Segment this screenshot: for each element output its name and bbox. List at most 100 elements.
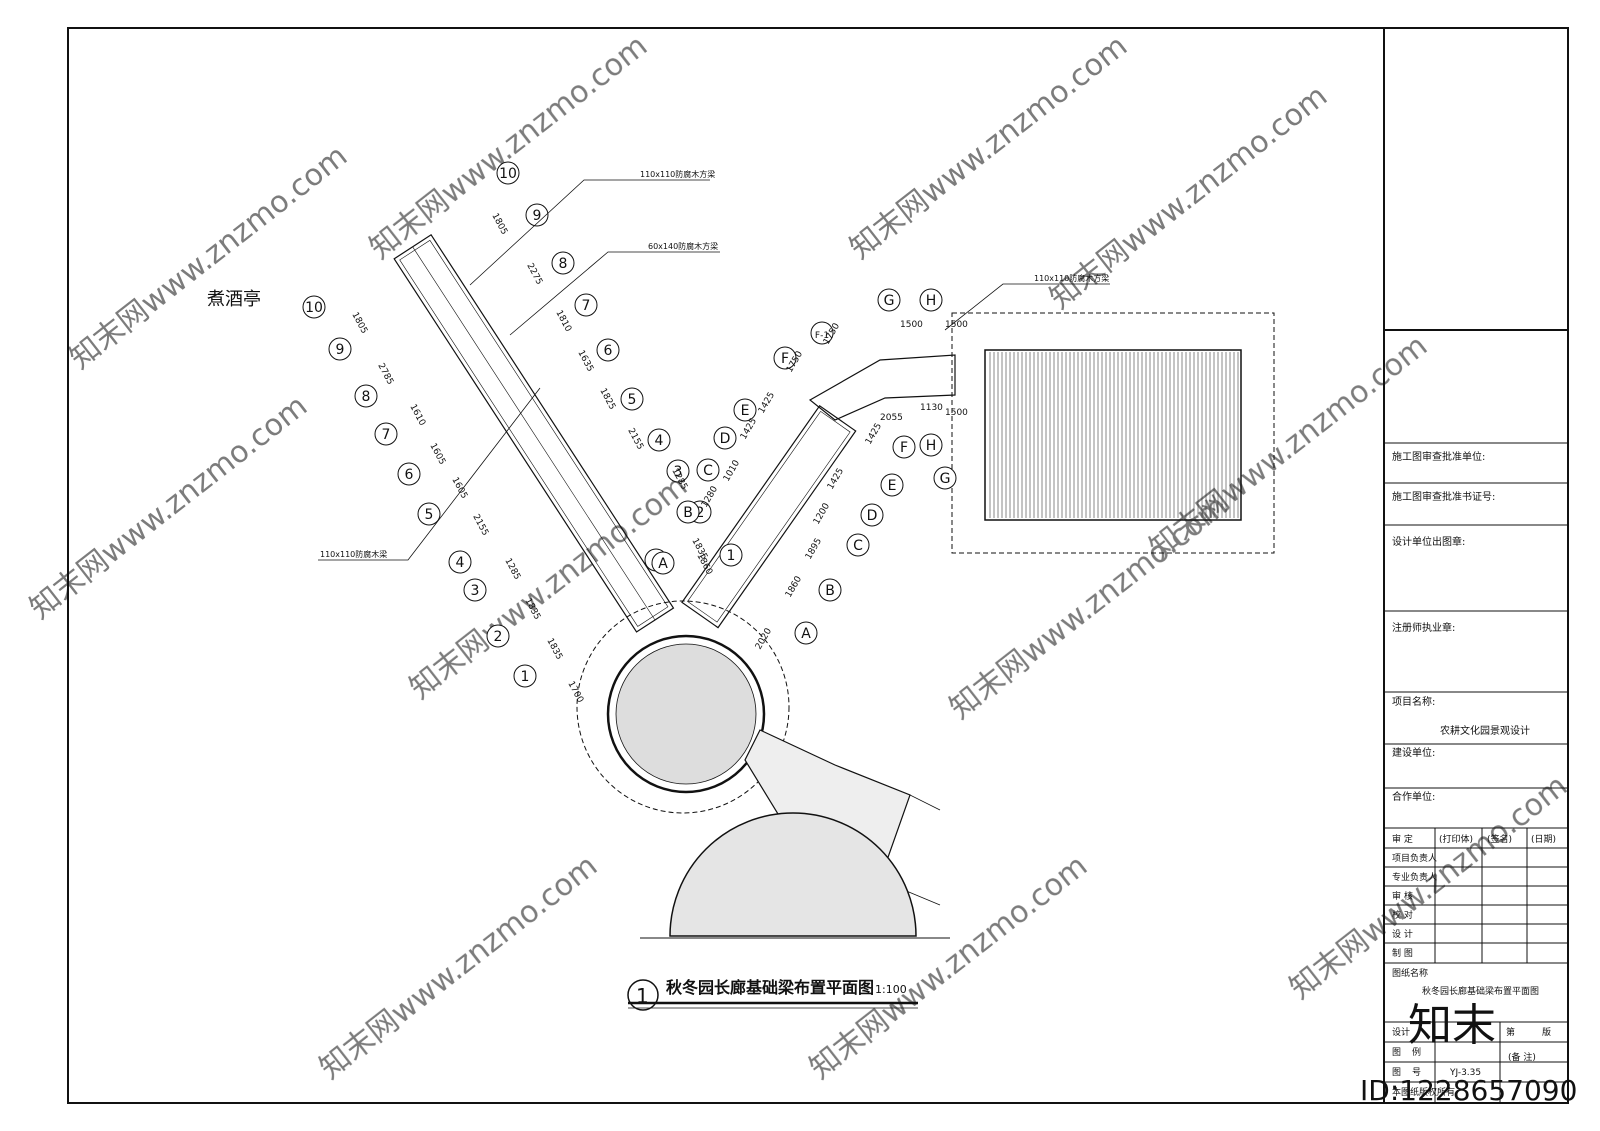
- watermark-text-7: 知末网www.znzmo.com: [1143, 328, 1434, 566]
- dim-right-lower-7: 1130: [920, 403, 943, 413]
- tb-sign-header-3: (日期): [1531, 835, 1557, 845]
- dim-right-lower-2: 1895: [804, 537, 824, 562]
- tb-footer1-a: 设计: [1392, 1028, 1411, 1038]
- tb-sign-row-0: 项目负责人: [1392, 854, 1438, 864]
- grid-right-lower-4: E: [880, 473, 904, 497]
- svg-text:A: A: [658, 556, 668, 572]
- platform-outline: [576, 600, 790, 814]
- grid-right-lower-7: G: [933, 466, 957, 490]
- dim-right-lower-6: 2055: [880, 413, 903, 423]
- dim-leftarm-right-7: 1805: [489, 212, 509, 237]
- watermark-brand: 知末: [1408, 1000, 1496, 1051]
- svg-text:E: E: [741, 403, 750, 419]
- svg-text:10: 10: [305, 300, 323, 316]
- dim-right-lower-3: 1200: [812, 501, 832, 526]
- dim-left-3: 1285: [502, 557, 522, 582]
- svg-text:B: B: [825, 583, 835, 599]
- deck-boards: [989, 352, 1239, 518]
- svg-text:H: H: [926, 293, 937, 309]
- svg-text:8: 8: [362, 389, 371, 405]
- grid-right-upper-0: 1: [719, 543, 743, 567]
- plan-drawing: [393, 233, 1275, 939]
- watermark-text-10: 知末网www.znzmo.com: [1283, 768, 1574, 1006]
- beam-label-60x140: 60x140防腐木方梁: [648, 241, 718, 251]
- tb-client-label: 建设单位:: [1392, 748, 1436, 759]
- grid-right-lower-3: D: [860, 503, 884, 527]
- svg-text:10: 10: [499, 166, 517, 182]
- tb-sign-row-4: 设 计: [1392, 930, 1413, 940]
- grid-left-1: 2: [486, 624, 510, 648]
- svg-text:C: C: [853, 538, 863, 554]
- svg-text:6: 6: [604, 343, 613, 359]
- svg-text:2: 2: [696, 505, 705, 521]
- grid-right-upper-3: E: [733, 398, 757, 422]
- svg-text:F: F: [781, 351, 789, 367]
- watermark-text-4: 知末网www.znzmo.com: [23, 388, 314, 626]
- tb-footer1-d: 版: [1542, 1028, 1552, 1038]
- tb-footer2-d: (备 注): [1508, 1053, 1536, 1063]
- grid-misc-b: B: [676, 500, 700, 524]
- grid-left-4: 5: [417, 502, 441, 526]
- svg-text:F-1: F-1: [815, 331, 829, 341]
- grid-leftarm-right-3: 4: [647, 428, 671, 452]
- lower-plaza: [669, 812, 917, 937]
- grid-right-lower-0: A: [794, 621, 818, 645]
- beam-label-110-left: 110x110防腐木梁: [320, 549, 387, 559]
- tb-footer1-c: 第: [1506, 1028, 1516, 1038]
- grid-left-5: 6: [397, 462, 421, 486]
- svg-text:7: 7: [582, 298, 591, 314]
- svg-text:5: 5: [425, 507, 434, 523]
- tb-drawing-name: 秋冬园长廊基础梁布置平面图: [1422, 987, 1540, 997]
- pavilion-deck: [984, 349, 1242, 521]
- watermark-text-2: 知末网www.znzmo.com: [843, 28, 1134, 266]
- beam-leaders: [318, 179, 1110, 561]
- drawing-scale: 1:100: [875, 983, 907, 996]
- tb-sign-row-1: 专业负责人: [1392, 873, 1438, 883]
- svg-text:H: H: [926, 438, 937, 454]
- svg-text:7: 7: [382, 427, 391, 443]
- svg-text:9: 9: [533, 208, 542, 224]
- right-connector: [808, 354, 956, 421]
- grid-bubbles: 12345678910A23456789101CDEFF-1GHABCDEFHG…: [302, 161, 957, 688]
- tb-sign-header-1: (打印体): [1439, 835, 1474, 845]
- tb-project-label: 项目名称:: [1392, 697, 1436, 708]
- svg-text:1: 1: [727, 548, 736, 564]
- dimension-texts: 1700183518351285215516051605161027851805…: [349, 212, 968, 705]
- grid-right-upper-2: D: [713, 426, 737, 450]
- tb-sign-row-3: 校 对: [1392, 911, 1413, 921]
- svg-text:E: E: [888, 478, 897, 494]
- dim-right-lower-5: 1425: [864, 422, 884, 447]
- svg-text:8: 8: [559, 256, 568, 272]
- dim-leftarm-right-4: 1635: [575, 349, 595, 374]
- grid-right-upper-4: F: [773, 346, 797, 370]
- tb-partner-label: 合作单位:: [1392, 792, 1436, 803]
- grid-left-0: 1: [513, 664, 537, 688]
- pavilion-outline: [951, 312, 1275, 554]
- watermark-text-8: 知末网www.znzmo.com: [313, 848, 604, 1086]
- svg-text:B: B: [683, 505, 693, 521]
- round-platform: [606, 634, 766, 794]
- tb-project-name: 农耕文化园景观设计: [1440, 726, 1530, 737]
- grid-right-lower-6: H: [919, 433, 943, 457]
- tb-footer3-b: 号: [1412, 1068, 1422, 1078]
- svg-text:C: C: [703, 463, 713, 479]
- svg-text:3: 3: [674, 464, 683, 480]
- title-number: 1: [636, 984, 649, 1008]
- dim-left-5: 1605: [449, 476, 469, 501]
- tb-footer4: 本图纸版权所有: [1392, 1088, 1456, 1098]
- dim-right-upper-3: 1425: [757, 391, 777, 416]
- tb-sign-row-5: 制 图: [1392, 949, 1413, 959]
- dim-left-8: 2785: [375, 362, 395, 387]
- svg-text:4: 4: [456, 555, 465, 571]
- grid-leftarm-right-5: 6: [596, 338, 620, 362]
- drawing-title: 秋冬园长廊基础梁布置平面图: [666, 978, 874, 997]
- watermark-text-0: 知末网www.znzmo.com: [63, 138, 354, 376]
- left-corridor: [393, 233, 675, 633]
- dim-leftarm-right-3: 1825: [597, 387, 617, 412]
- dim-left-1: 1835: [544, 637, 564, 662]
- dim-right-lower-1: 1860: [784, 574, 804, 599]
- tb-design-seal: 设计单位出图章:: [1392, 537, 1466, 548]
- dim-leftarm-right-5: 1810: [553, 309, 573, 334]
- grid-right-lower-5: F: [892, 435, 916, 459]
- grid-right-upper-5: F-1: [810, 321, 834, 345]
